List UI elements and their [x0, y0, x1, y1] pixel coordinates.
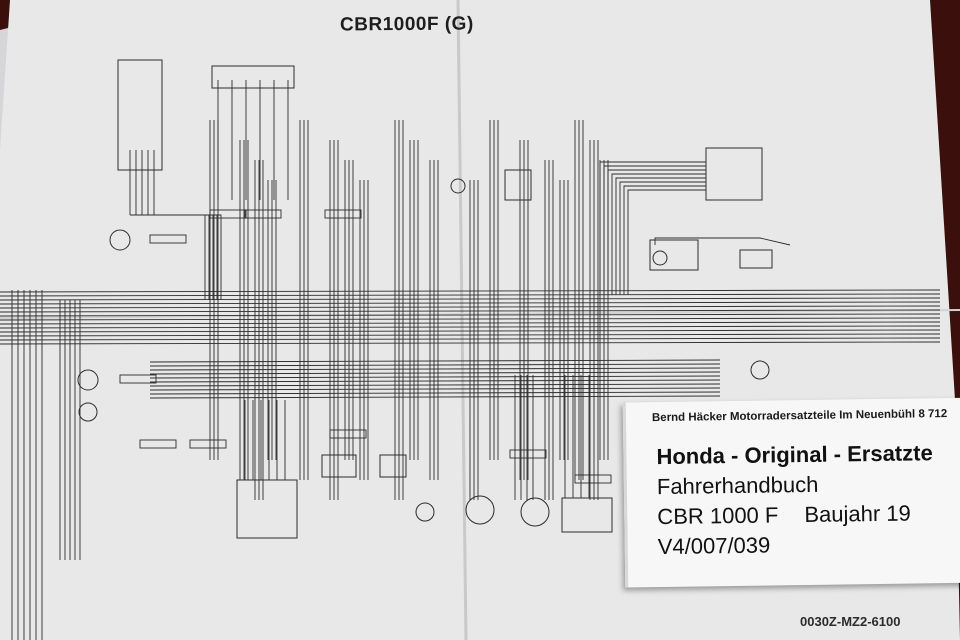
battery-box [739, 249, 773, 269]
turn-signal-symbol [77, 369, 99, 391]
pulse-generator-symbol [520, 497, 550, 527]
fold-crease [456, 0, 468, 640]
seller-label-card: Bernd Häcker Motorradersatzteile Im Neue… [622, 397, 960, 588]
motor-symbol [450, 178, 466, 194]
tail-light-symbol [750, 360, 770, 380]
switch-block [117, 59, 163, 171]
diagram-title: CBR1000F (G) [339, 13, 474, 36]
fold-crease-horizontal [0, 309, 960, 319]
relay-pair [504, 169, 532, 201]
seller-address: Bernd Häcker Motorradersatzteile Im Neue… [651, 408, 948, 425]
label-line-code: V4/007/039 [657, 532, 771, 560]
relay-box [321, 454, 357, 478]
alternator-symbol [465, 495, 495, 525]
label-year: Baujahr 19 [804, 500, 911, 528]
oil-switch-symbol [415, 502, 435, 522]
starter-motor-symbol [652, 250, 668, 266]
fuel-unit-box [379, 454, 407, 478]
combination-meter-box [236, 479, 298, 539]
horn-symbol [78, 402, 98, 422]
starter-relay [649, 239, 699, 271]
diagram-components [77, 59, 773, 539]
fuse-box [211, 65, 295, 89]
wire-lines [0, 80, 941, 640]
headlight-symbol [109, 229, 131, 251]
part-number: 0030Z-MZ2-6100 [800, 614, 901, 629]
label-line-model: CBR 1000 F Baujahr 19 [657, 501, 911, 531]
regulator-box [561, 497, 613, 533]
label-line-brand: Honda - Original - Ersatzte [656, 440, 933, 470]
label-line-manual: Fahrerhandbuch [656, 471, 819, 500]
label-model: CBR 1000 F [657, 502, 779, 530]
ignition-unit-box [705, 147, 763, 201]
